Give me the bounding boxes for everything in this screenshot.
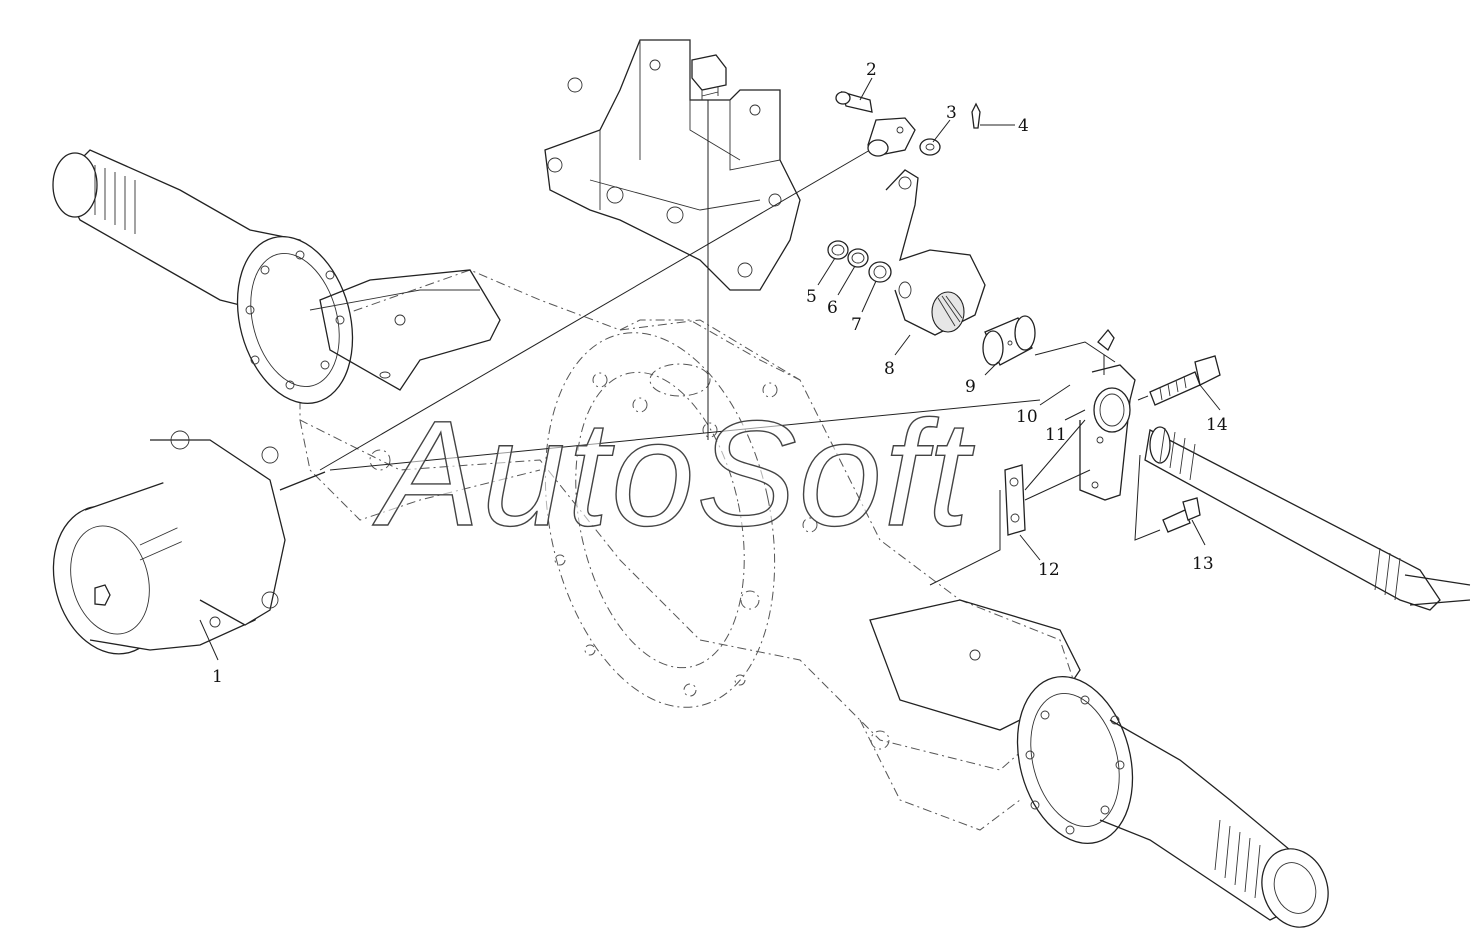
callout-14: 14 <box>1206 415 1228 435</box>
leader-actuator <box>329 399 1041 471</box>
watermark: AutoSoft <box>372 389 975 557</box>
mounting-bracket <box>544 39 801 440</box>
callout-7: 7 <box>851 315 862 335</box>
callout-5: 5 <box>806 287 817 307</box>
callout-4: 4 <box>1018 116 1029 136</box>
callout-numbers: 1 2 3 4 5 6 7 8 9 10 11 12 13 14 <box>212 60 1228 687</box>
callout-10: 10 <box>1016 407 1038 427</box>
left-spindle <box>52 149 501 404</box>
right-spindle <box>869 599 1329 928</box>
brake-chamber <box>52 149 871 655</box>
washers <box>817 240 892 313</box>
callout-2: 2 <box>866 60 877 80</box>
callout-8: 8 <box>884 359 895 379</box>
camshaft-bracket <box>1039 328 1221 546</box>
bushing <box>982 315 1116 376</box>
slack-adjuster <box>885 169 986 356</box>
leader-1 <box>199 619 219 661</box>
callout-12: 12 <box>1038 560 1060 580</box>
callout-6: 6 <box>827 298 838 318</box>
callout-11: 11 <box>1045 425 1067 445</box>
camshaft <box>1144 426 1471 611</box>
clevis-assembly <box>835 77 1015 157</box>
shim-plate <box>929 419 1091 586</box>
callout-1: 1 <box>212 667 223 687</box>
callout-9: 9 <box>965 377 976 397</box>
callout-3: 3 <box>946 103 957 123</box>
callout-13: 13 <box>1192 554 1214 574</box>
